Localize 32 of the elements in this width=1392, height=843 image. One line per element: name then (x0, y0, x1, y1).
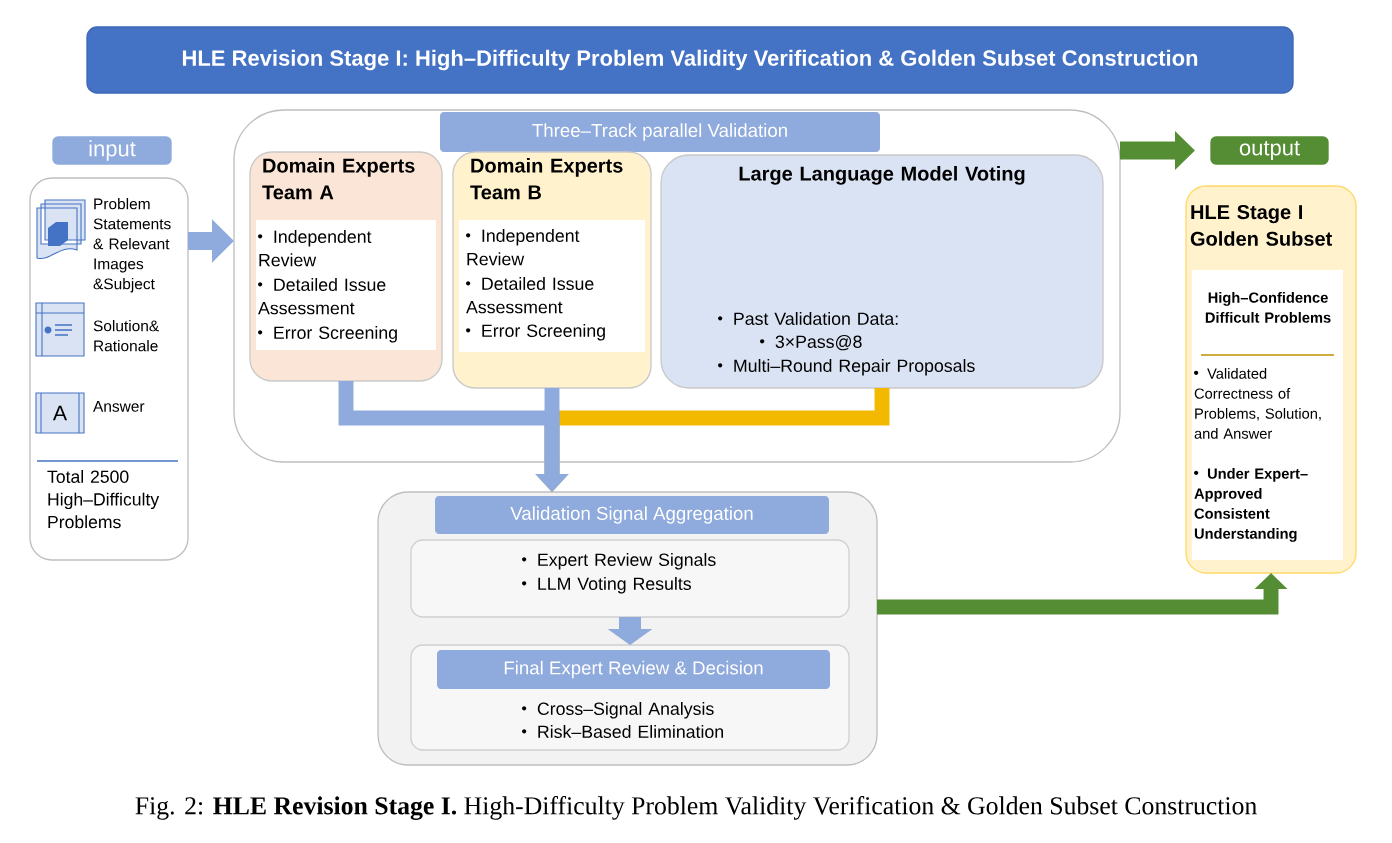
box-heading: Large Language Model Voting (739, 166, 1025, 185)
header-badge: Three–Track parallel Validation (440, 112, 880, 152)
bullet-item: Risk–Based Elimination (522, 725, 723, 739)
bullet-item: Under Expert–Approved Consistent Understanding (1194, 468, 1308, 542)
bullet-item: Independent Review (466, 229, 580, 266)
bullet-item: Multi–Round Repair Proposals (718, 359, 975, 376)
bullet-item: Validated Correctness of Problems, Solution, and Answer (1194, 368, 1321, 439)
label-badge: input (52, 136, 172, 165)
bullet-item: Independent Review (258, 230, 372, 267)
header-badge: Validation Signal Aggregation (435, 496, 829, 534)
bullet-item: Expert Review Signals (522, 553, 716, 570)
item-label: Solution& Rationale (93, 320, 159, 352)
bullet-item: Detailed Issue Assessment (258, 278, 386, 315)
title-banner: HLE Revision Stage I: High–Difficulty Problem Validity Verification & Golden Subset Construction (86, 26, 1294, 94)
bullet-item: Error Screening (466, 324, 605, 341)
bullet-item: Past Validation Data: (718, 312, 898, 325)
box-heading: Domain Experts Team A (262, 158, 415, 200)
box-heading: Domain Experts Team B (470, 158, 623, 200)
caption: Fig. 2: HLE Revision Stage I. High-Difficulty Problem Validity Verification & Golden Subset Construction (135, 796, 1257, 820)
item-label: Answer (93, 401, 145, 412)
bullet-item: LLM Voting Results (522, 577, 691, 594)
bullet-item: Error Screening (258, 326, 397, 343)
total-label: Total 2500 High–Difficulty Problems (47, 470, 160, 529)
label-badge: output (1210, 136, 1329, 165)
box-subheading: High–Confidence Difficult Problems (1205, 292, 1331, 323)
box-heading: HLE Stage I Golden Subset (1190, 205, 1332, 246)
bullet-item: Detailed Issue Assessment (466, 277, 594, 314)
item-label: Problem Statements & Relevant Images &Subject (93, 198, 171, 293)
letter-label: A (52, 405, 68, 421)
bullet-item: 3×Pass@8 (760, 335, 862, 351)
header-badge: Final Expert Review & Decision (437, 650, 830, 689)
bullet-item: Cross–Signal Analysis (522, 702, 714, 719)
